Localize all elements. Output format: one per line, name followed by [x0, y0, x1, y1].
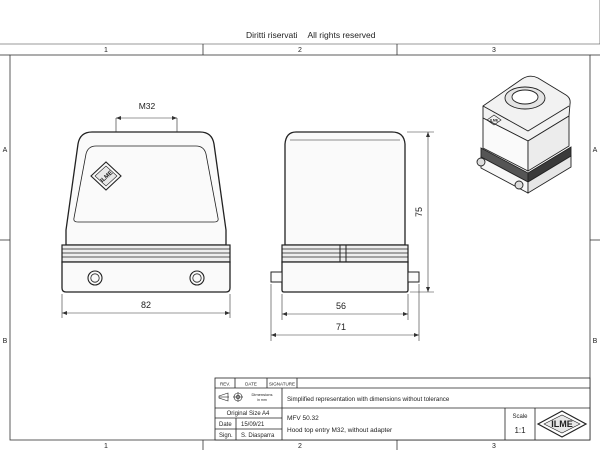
front-thread-label: M32	[139, 101, 156, 111]
side-height-label: 75	[414, 207, 424, 217]
side-view	[270, 131, 420, 293]
title-rev-header: REV.	[220, 382, 230, 387]
rights-text-it: Diritti riservati	[246, 30, 298, 40]
representation-note: Simplified representation with dimension…	[287, 396, 450, 403]
grid-row-b-right: B	[593, 338, 598, 345]
date-label: Date	[219, 422, 232, 428]
ilme-logo-text: ILME	[551, 419, 573, 429]
rights-text-en: All rights reserved	[307, 30, 375, 40]
sign-value: S. Diasparra	[241, 433, 275, 439]
front-view	[61, 118, 231, 293]
side-outer-width-label: 71	[336, 322, 346, 332]
dimensions-note-line1: Dimensions	[252, 392, 273, 397]
projection-symbol-icon	[218, 392, 243, 402]
grid-col-2-bottom: 2	[298, 443, 302, 450]
front-thread-dimension	[116, 116, 177, 120]
grid-row-a-left: A	[3, 147, 8, 154]
side-inner-width-dimension	[281, 294, 409, 320]
scale-value: 1:1	[514, 426, 526, 435]
title-date-header: DATE	[245, 382, 257, 387]
side-outer-width-dimension	[270, 284, 420, 341]
part-code: MFV 50.32	[287, 415, 319, 422]
sign-label: Sign.	[219, 433, 233, 439]
grid-col-1-top: 1	[104, 47, 108, 54]
title-signature-header: SIGNATURE	[269, 382, 295, 387]
isometric-view	[476, 75, 572, 194]
side-height-dimension	[407, 131, 434, 293]
grid-col-3-top: 3	[492, 47, 496, 54]
original-size-label: Original Size A4	[227, 411, 270, 417]
front-width-label: 82	[141, 300, 151, 310]
part-description: Hood top entry M32, without adapter	[287, 427, 393, 434]
scale-label: Scale	[512, 414, 528, 420]
dimensions-note-line2: in mm	[257, 398, 267, 402]
side-inner-width-label: 56	[336, 301, 346, 311]
date-value: 15/09/21	[241, 422, 265, 428]
grid-col-2-top: 2	[298, 47, 302, 54]
grid-row-b-left: B	[3, 338, 8, 345]
grid-col-1-bottom: 1	[104, 443, 108, 450]
ilme-logo-icon: ILME	[536, 410, 588, 438]
iso-badge-logo-text: ILME	[490, 119, 499, 123]
grid-row-a-right: A	[593, 147, 598, 154]
front-width-dimension	[61, 294, 231, 318]
title-block	[214, 377, 591, 441]
grid-col-3-bottom: 3	[492, 443, 496, 450]
iso-badge-logo-icon: ILME	[486, 114, 502, 126]
front-badge-logo-icon: ILME	[90, 161, 122, 191]
